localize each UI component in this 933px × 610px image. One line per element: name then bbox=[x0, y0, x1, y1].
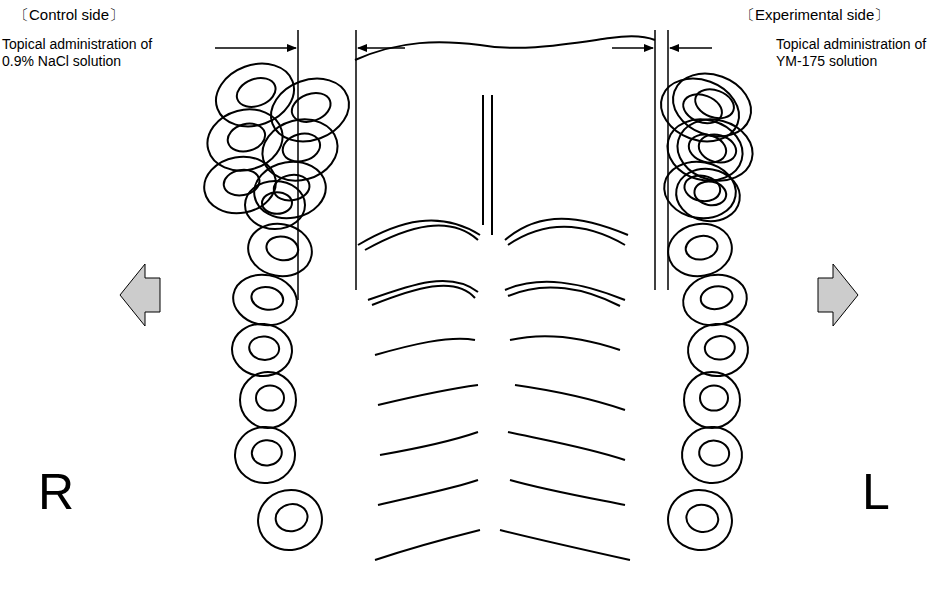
palatal-rugae bbox=[355, 36, 655, 560]
tooth-outline bbox=[245, 181, 305, 229]
tooth-fissure bbox=[699, 284, 734, 312]
measurement-lines bbox=[215, 30, 712, 300]
expansion-arrow bbox=[120, 264, 160, 326]
tooth-fissure bbox=[684, 502, 720, 534]
tooth-fissure bbox=[274, 502, 310, 534]
tooth-fissure bbox=[704, 335, 736, 361]
tooth-outline bbox=[663, 485, 736, 555]
tooth-fissure bbox=[684, 233, 720, 262]
tooth-outline bbox=[679, 270, 751, 330]
tooth-outline bbox=[262, 68, 358, 152]
tooth-fissure bbox=[262, 192, 292, 214]
side-letter: L bbox=[862, 462, 922, 522]
tooth-outline bbox=[200, 151, 281, 219]
tooth-outline bbox=[686, 321, 750, 378]
tooth-outline bbox=[680, 424, 745, 485]
tooth-fissure bbox=[265, 234, 301, 263]
tooth-fissure bbox=[250, 285, 285, 313]
tooth-fissure bbox=[698, 439, 730, 467]
tooth-fissure bbox=[696, 131, 740, 167]
tooth-outlines bbox=[200, 53, 760, 555]
tooth-fissure bbox=[251, 439, 283, 467]
tooth-outline bbox=[244, 219, 316, 281]
tooth-outline bbox=[240, 372, 296, 428]
tooth-outline bbox=[672, 164, 744, 226]
tooth-fissure bbox=[248, 335, 280, 361]
tooth-fissure bbox=[691, 84, 738, 123]
side-label: Topical administration of 0.9% NaCl solu… bbox=[2, 36, 174, 70]
tooth-outline bbox=[684, 372, 740, 428]
tooth-fissure bbox=[233, 73, 280, 112]
tooth-fissure bbox=[225, 120, 269, 156]
tooth-fissure bbox=[222, 167, 262, 198]
tooth-outline bbox=[229, 270, 301, 330]
tooth-outline bbox=[652, 68, 748, 152]
tooth-outline bbox=[253, 485, 326, 555]
side-label: 〔Control side〕 bbox=[14, 6, 214, 24]
tooth-fissure bbox=[256, 385, 284, 410]
side-label: 〔Experimental side〕 bbox=[740, 6, 928, 24]
tooth-outline bbox=[664, 219, 736, 281]
side-label: Topical administration of YM-175 solutio… bbox=[776, 36, 928, 70]
tooth-outline bbox=[660, 156, 741, 224]
tooth-fissure bbox=[693, 179, 729, 208]
tooth-fissure bbox=[700, 385, 728, 410]
tooth-outline bbox=[230, 321, 294, 378]
expansion-arrow bbox=[818, 264, 858, 326]
tooth-fissure bbox=[280, 130, 324, 166]
side-letter: R bbox=[38, 462, 98, 522]
tooth-outline bbox=[233, 424, 298, 485]
